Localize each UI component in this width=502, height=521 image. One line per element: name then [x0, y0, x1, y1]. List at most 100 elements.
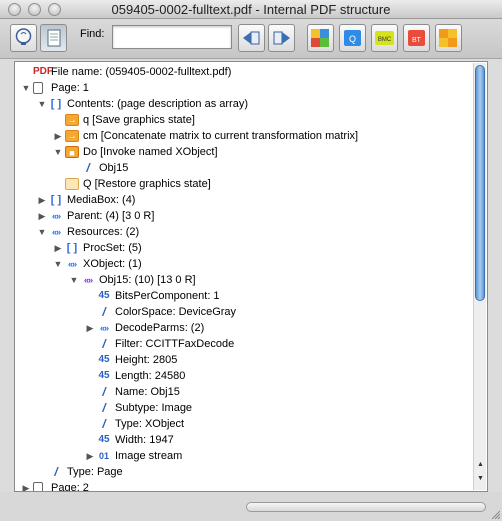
resize-grip-icon[interactable] — [490, 509, 500, 519]
puzzle-q-icon: Q — [344, 30, 361, 46]
document-icon — [47, 29, 61, 47]
disclosure-open-icon[interactable]: ▼ — [69, 275, 79, 285]
arrow-right-icon — [273, 31, 290, 45]
tree-row-label: Type: Page — [67, 466, 123, 478]
tree-row-label: Subtype: Image — [115, 402, 193, 414]
disclosure-open-icon[interactable]: ▼ — [53, 259, 63, 269]
tree-row[interactable]: →q [Save graphics state] — [15, 112, 470, 128]
scroll-thumb[interactable] — [475, 65, 485, 301]
q-label: Q — [349, 34, 356, 44]
tree-row[interactable]: Q [Restore graphics state] — [15, 176, 470, 192]
bmc-label: BMC — [378, 37, 392, 43]
disclosure-open-icon[interactable]: ▼ — [53, 147, 63, 157]
progress-bar — [246, 502, 486, 512]
disclosure-open-icon[interactable]: ▼ — [37, 227, 47, 237]
tree-row[interactable]: 45 BitsPerComponent: 1 — [15, 288, 470, 304]
disclosure-closed-icon[interactable]: ▶ — [86, 323, 94, 333]
brk-node-icon: [ ] — [50, 98, 62, 110]
tree-row-label: Do [Invoke named XObject] — [83, 146, 218, 158]
tree-row-label: Obj15: (10) [13 0 R] — [99, 274, 196, 286]
info-button[interactable] — [10, 24, 37, 52]
scroll-up-arrow-icon[interactable]: ▲ — [477, 461, 484, 468]
tree-row-label: MediaBox: (4) — [67, 194, 136, 206]
tree-row[interactable]: /Name: Obj15 — [15, 384, 470, 400]
tree-row[interactable]: ▼«»Obj15: (10) [13 0 R] — [15, 272, 470, 288]
tree-row[interactable]: ▶«»Parent: (4) [3 0 R] — [15, 208, 470, 224]
brk-node-icon: [ ] — [66, 242, 78, 254]
tree-row[interactable]: ▶«»DecodeParms: (2) — [15, 320, 470, 336]
name-node-icon: / — [102, 401, 106, 415]
dict-node-icon: «» — [51, 211, 61, 221]
tree-row[interactable]: ▼Page: 1 — [15, 80, 470, 96]
num-node-icon: 45 — [98, 290, 110, 301]
name-node-icon: / — [86, 161, 90, 175]
tree-row-label: Obj15 — [99, 162, 129, 174]
toolbar: Find: Q — [0, 19, 502, 59]
scroll-down-arrow-icon[interactable]: ▼ — [477, 475, 484, 482]
tree-row[interactable]: / Obj15 — [15, 160, 470, 176]
tree-row-label: Type: XObject — [115, 418, 185, 430]
tree-row[interactable]: ▶[ ]MediaBox: (4) — [15, 192, 470, 208]
puzzle-icon — [311, 29, 329, 47]
disclosure-closed-icon[interactable]: ▶ — [22, 483, 30, 492]
disclosure-open-icon[interactable]: ▼ — [21, 83, 31, 93]
tree-row-label: BitsPerComponent: 1 — [115, 290, 220, 302]
puzzle-bmc-icon: BMC — [375, 31, 394, 45]
bmc-button[interactable]: BMC — [371, 24, 398, 52]
tree-row[interactable]: ▼■ Do [Invoke named XObject] — [15, 144, 470, 160]
disclosure-open-icon[interactable]: ▼ — [37, 99, 47, 109]
minimize-window-button[interactable] — [28, 3, 41, 16]
tree-row-label: cm [Concatenate matrix to current transf… — [83, 130, 359, 142]
puzzle-button[interactable] — [307, 24, 334, 52]
find-input[interactable] — [112, 25, 232, 49]
group-button[interactable] — [435, 24, 462, 52]
tree-row[interactable]: ▼«»Resources: (2) — [15, 224, 470, 240]
tree-row[interactable]: ▼[ ] Contents: (page description as array… — [15, 96, 470, 112]
close-window-button[interactable] — [8, 3, 21, 16]
tree-row-label: Length: 24580 — [115, 370, 186, 382]
name-node-icon: / — [102, 385, 106, 399]
tree-row[interactable]: ▼«»XObject: (1) — [15, 256, 470, 272]
opR-node-icon: ■ — [65, 146, 79, 158]
vertical-scrollbar[interactable]: ▲ ▼ — [473, 63, 486, 490]
tree-row-label: Page: 2 — [51, 482, 89, 492]
name-node-icon: / — [102, 305, 106, 319]
disclosure-closed-icon[interactable]: ▶ — [38, 211, 46, 221]
tree-row[interactable]: /ColorSpace: DeviceGray — [15, 304, 470, 320]
page-node-icon — [33, 482, 43, 491]
q-button[interactable]: Q — [339, 24, 366, 52]
op-node-icon: → — [65, 130, 79, 142]
opQ-node-icon — [65, 178, 79, 190]
tree-row-label: File name: (059405-0002-fulltext.pdf) — [51, 66, 232, 78]
tree-row[interactable]: ▶→ cm [Concatenate matrix to current tran… — [15, 128, 470, 144]
find-prev-button[interactable] — [238, 24, 265, 52]
disclosure-closed-icon[interactable]: ▶ — [38, 195, 46, 205]
tree-row[interactable]: / Subtype: Image — [15, 400, 470, 416]
dict-node-icon: «» — [99, 323, 109, 333]
tree-row-label: Resources: (2) — [67, 226, 140, 238]
disclosure-closed-icon[interactable]: ▶ — [54, 243, 62, 253]
tree-row[interactable]: ▶ Page: 2 — [15, 480, 470, 492]
page-view-button[interactable] — [40, 24, 67, 52]
bt-button[interactable]: BT — [403, 24, 430, 52]
tree-row-label: Contents: (page description as array) — [67, 98, 248, 110]
disclosure-closed-icon[interactable]: ▶ — [86, 451, 94, 461]
tree-row[interactable]: ▶[ ]ProcSet: (5) — [15, 240, 470, 256]
tree-row[interactable]: / Type: XObject — [15, 416, 470, 432]
window-title: 059405-0002-fulltext.pdf - Internal PDF … — [111, 2, 391, 17]
tree-row[interactable]: /Type: Page — [15, 464, 470, 480]
page-node-icon — [33, 82, 43, 94]
find-next-button[interactable] — [268, 24, 295, 52]
tree-row[interactable]: /Filter: CCITTFaxDecode — [15, 336, 470, 352]
name-node-icon: / — [102, 417, 106, 431]
zoom-window-button[interactable] — [48, 3, 61, 16]
title-bar[interactable]: 059405-0002-fulltext.pdf - Internal PDF … — [0, 0, 502, 19]
disclosure-closed-icon[interactable]: ▶ — [54, 131, 62, 141]
